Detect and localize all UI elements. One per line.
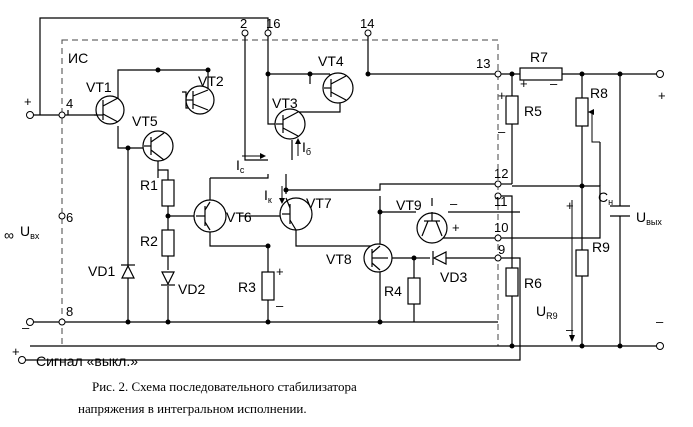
pin-8: 8 (66, 304, 73, 319)
sign-input-minus: – (22, 320, 30, 335)
terminals (18, 29, 664, 364)
label-r2: R2 (140, 233, 158, 249)
sign-vt9-plus: + (452, 220, 460, 235)
transistors (94, 72, 448, 273)
caption-line-2: напряжения в интегральном исполнении. (78, 401, 307, 416)
sign-r3-plus: + (276, 264, 284, 279)
label-ib-current: Iб (302, 139, 311, 157)
label-uin: Uвх (20, 223, 40, 241)
wiring (22, 17, 660, 361)
transistor-vt5 (142, 130, 174, 162)
label-ur9: UR9 (536, 303, 558, 321)
pin-12: 12 (494, 166, 508, 181)
label-r4: R4 (384, 283, 402, 299)
label-vt8: VT8 (326, 251, 352, 267)
pin-13: 13 (476, 56, 490, 71)
pin-11: 11 (494, 194, 508, 209)
label-r6: R6 (524, 275, 542, 291)
transistor-vt1 (94, 95, 125, 125)
sign-signal-plus: + (12, 344, 20, 359)
caption-line-1: Рис. 2. Схема последовательного стабилиз… (92, 379, 357, 394)
r8-wiper-arrow (588, 109, 594, 115)
sign-output-plus: + (658, 88, 666, 103)
label-vd2: VD2 (178, 281, 205, 297)
resistor-r3 (261, 271, 275, 301)
transistor-vt7 (279, 197, 313, 231)
sign-input-plus: + (24, 94, 32, 109)
resistor-r9 (575, 249, 589, 277)
label-vt2: VT2 (198, 73, 224, 89)
label-r7: R7 (530, 49, 548, 65)
junction-dots (125, 67, 623, 349)
capacitor-cn (610, 205, 630, 217)
sign-r5-minus: – (498, 124, 506, 139)
sign-r3-minus: – (276, 298, 284, 313)
r8-wiper (588, 111, 600, 143)
resistor-r7 (519, 67, 563, 81)
transistor-vt6 (193, 199, 227, 233)
label-vt5: VT5 (132, 113, 158, 129)
label-vt7: VT7 (306, 195, 332, 211)
sign-r5-plus: + (498, 88, 506, 103)
transistor-vt2 (185, 85, 215, 115)
sign-ur9-minus: – (566, 322, 574, 337)
ic-label: ИС (68, 50, 88, 66)
resistor-r4 (407, 277, 421, 305)
pin-6: 6 (66, 210, 73, 225)
resistor-r8 (575, 97, 589, 127)
diode-vd2 (161, 271, 175, 286)
label-uout: Uвых (636, 209, 662, 227)
resistors (161, 67, 600, 305)
label-r1: R1 (140, 177, 158, 193)
label-vd3: VD3 (440, 269, 467, 285)
label-ic-current: Iс (236, 157, 245, 175)
transistor-vt8 (363, 243, 393, 273)
diode-vd3 (432, 251, 447, 265)
pin-16: 16 (266, 16, 280, 31)
label-r8: R8 (590, 85, 608, 101)
pin-9: 9 (498, 242, 505, 257)
label-vt3: VT3 (272, 95, 298, 111)
label-r9: R9 (592, 239, 610, 255)
pin-10: 10 (494, 220, 508, 235)
label-infinity: ∞ (4, 227, 14, 243)
resistor-r6 (505, 267, 519, 297)
current-arrows (242, 138, 575, 342)
transistor-vt3 (274, 108, 306, 140)
label-r5: R5 (524, 103, 542, 119)
resistor-r1 (161, 179, 175, 207)
diodes (121, 251, 447, 286)
label-vd1: VD1 (88, 263, 115, 279)
label-r3: R3 (238, 279, 256, 295)
transistor-vt9 (416, 212, 448, 244)
resistor-r2 (161, 229, 175, 257)
diode-vd1 (121, 264, 135, 279)
sign-ur9-plus: + (566, 198, 574, 213)
label-vt1: VT1 (86, 79, 112, 95)
resistor-r5 (505, 95, 519, 125)
label-signal: Сигнал «выкл.» (36, 353, 138, 369)
label-vt9: VT9 (396, 197, 422, 213)
label-ik-current: Iк (264, 187, 272, 205)
pin-4: 4 (66, 96, 73, 111)
label-vt4: VT4 (318, 53, 344, 69)
sign-r7-minus: – (550, 76, 558, 91)
label-cn: Cн (598, 189, 613, 207)
sign-r7-plus: + (520, 76, 528, 91)
transistor-vt4 (322, 72, 354, 104)
sign-output-minus: – (656, 314, 664, 329)
pin-14: 14 (360, 16, 374, 31)
label-vt6: VT6 (226, 209, 252, 225)
sign-vt9-minus: – (450, 196, 458, 211)
pin-2: 2 (240, 16, 247, 31)
